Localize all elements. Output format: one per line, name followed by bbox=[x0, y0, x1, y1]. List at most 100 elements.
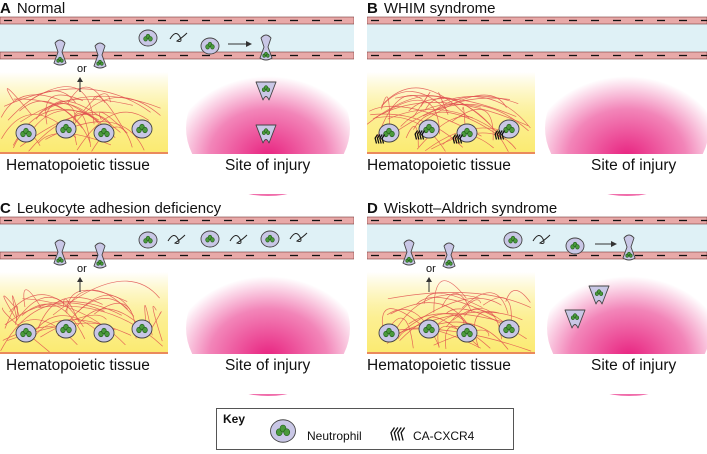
panel-b-illustration bbox=[367, 16, 707, 196]
hematopoietic-tissue-label: Hematopoietic tissue bbox=[6, 357, 150, 374]
nucleus bbox=[60, 123, 72, 134]
fiber bbox=[434, 95, 519, 111]
cxcr4-receptor bbox=[390, 427, 406, 441]
fiber bbox=[387, 109, 507, 139]
fiber bbox=[13, 98, 91, 143]
fiber bbox=[431, 132, 517, 150]
rolling-neutrophil bbox=[260, 230, 280, 248]
fiber bbox=[20, 95, 161, 123]
transmigrating-neutrophil bbox=[402, 239, 416, 266]
fiber bbox=[433, 280, 467, 313]
tether bbox=[289, 232, 308, 242]
nucleus bbox=[594, 289, 604, 296]
fiber bbox=[381, 99, 441, 135]
fiber bbox=[17, 319, 78, 345]
fiber bbox=[370, 113, 464, 148]
fiber bbox=[4, 305, 18, 329]
fiber bbox=[44, 100, 121, 133]
fiber bbox=[424, 97, 491, 125]
fiber bbox=[388, 97, 511, 138]
or-label: or bbox=[426, 263, 436, 275]
rolling-neutrophil bbox=[138, 29, 158, 47]
fiber bbox=[73, 110, 99, 146]
vessel-wall bbox=[0, 16, 354, 25]
nucleus bbox=[261, 85, 271, 92]
fiber bbox=[381, 91, 449, 112]
fiber bbox=[44, 103, 77, 122]
transmigrating-neutrophil bbox=[93, 242, 107, 269]
vessel-wall bbox=[367, 216, 707, 225]
fiber bbox=[67, 86, 106, 105]
fiber bbox=[444, 325, 491, 349]
neutrophil bbox=[456, 123, 478, 143]
rolling-neutrophil bbox=[565, 237, 585, 255]
fiber bbox=[22, 298, 126, 346]
transmigrating-neutrophil bbox=[259, 34, 273, 61]
neutrophil bbox=[378, 323, 400, 343]
arrow-right bbox=[228, 41, 252, 47]
fiber bbox=[445, 299, 482, 328]
migrating-neutrophil bbox=[255, 81, 277, 101]
nucleus bbox=[96, 259, 104, 266]
hematopoietic-tissue bbox=[0, 272, 168, 354]
cxcr4-receptor bbox=[414, 130, 426, 140]
neutrophil bbox=[93, 323, 115, 343]
fiber bbox=[38, 98, 133, 115]
tether bbox=[169, 32, 188, 42]
nucleus bbox=[461, 327, 473, 338]
key-legend: Key Neutrophil CA-CXCR4 bbox=[216, 408, 514, 450]
fiber bbox=[372, 102, 529, 127]
nucleus bbox=[261, 128, 271, 135]
vessel-wall bbox=[367, 51, 707, 60]
rolling-neutrophil bbox=[138, 231, 158, 249]
fiber bbox=[423, 292, 483, 308]
cxcr4-receptor bbox=[374, 134, 386, 144]
fiber bbox=[64, 289, 135, 317]
nucleus bbox=[508, 235, 518, 244]
nucleus bbox=[423, 323, 435, 334]
nucleus bbox=[136, 123, 148, 134]
fiber bbox=[400, 103, 481, 127]
or-label: or bbox=[77, 63, 87, 75]
fiber bbox=[375, 116, 446, 152]
fiber bbox=[152, 305, 163, 342]
hematopoietic-tissue-label: Hematopoietic tissue bbox=[6, 157, 150, 174]
fiber bbox=[422, 103, 529, 132]
neutrophil bbox=[15, 323, 37, 343]
nucleus bbox=[383, 127, 395, 138]
rolling-neutrophil bbox=[503, 231, 523, 249]
neutrophil bbox=[55, 119, 77, 139]
nucleus bbox=[205, 234, 215, 243]
key-neutrophil-label: Neutrophil bbox=[307, 429, 362, 443]
nucleus bbox=[445, 259, 453, 266]
fiber bbox=[387, 292, 531, 308]
arrow-up bbox=[77, 277, 83, 292]
nucleus bbox=[570, 241, 580, 250]
vessel-wall bbox=[367, 251, 707, 260]
fiber bbox=[461, 292, 509, 314]
site-of-injury-label: Site of injury bbox=[225, 357, 311, 374]
neutrophil bbox=[456, 323, 478, 343]
neutrophil bbox=[498, 319, 520, 339]
tether bbox=[532, 234, 551, 244]
fiber bbox=[76, 111, 150, 151]
fiber bbox=[381, 87, 470, 119]
fiber bbox=[451, 108, 494, 141]
fiber bbox=[15, 296, 65, 323]
neutrophil bbox=[418, 319, 440, 339]
migrating-neutrophil bbox=[588, 285, 610, 305]
fiber bbox=[416, 116, 474, 150]
nucleus bbox=[136, 323, 148, 334]
site-of-injury-label: Site of injury bbox=[591, 157, 677, 174]
key-cxcr4-label: CA-CXCR4 bbox=[413, 429, 475, 443]
fiber bbox=[474, 311, 500, 348]
hematopoietic-tissue-label: Hematopoietic tissue bbox=[367, 157, 511, 174]
fiber bbox=[23, 289, 42, 308]
fiber bbox=[91, 126, 133, 152]
neutrophil bbox=[93, 123, 115, 143]
fiber bbox=[441, 293, 472, 312]
